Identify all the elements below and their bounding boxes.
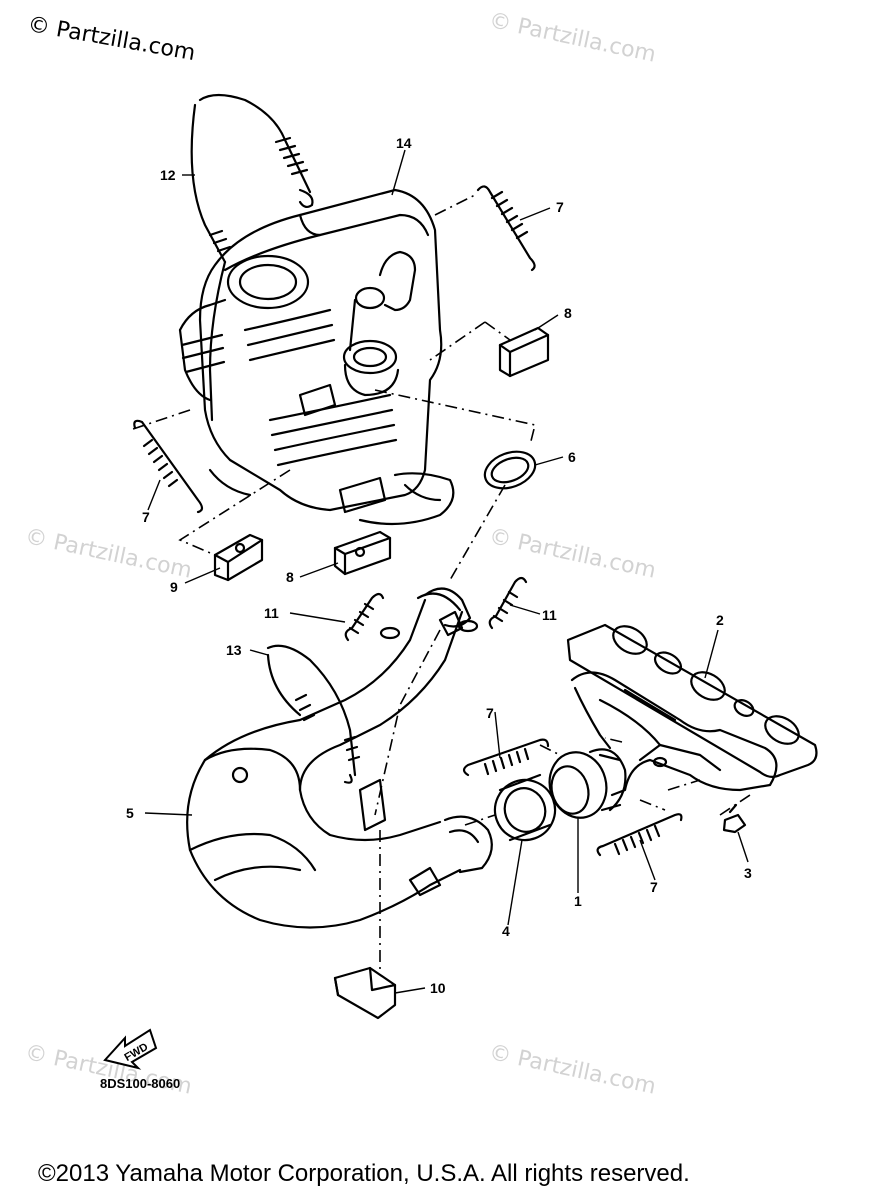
callout-8: 8: [286, 569, 294, 585]
hose-part-13[interactable]: [190, 93, 314, 422]
diagram-part-number: 8DS100-8060: [100, 1076, 181, 1091]
callout-2: 2: [716, 612, 724, 628]
fwd-arrow-icon: FWD: [103, 1028, 158, 1070]
manifold-gasket-part-2[interactable]: [566, 621, 818, 779]
exhaust-manifold[interactable]: [570, 671, 778, 797]
callout-13: 12: [160, 167, 176, 183]
hose-part-12[interactable]: [266, 644, 361, 784]
callout-8: 8: [564, 305, 572, 321]
callout-9: 9: [170, 579, 178, 595]
alignment-lines: [129, 194, 751, 975]
spring-part-7-upper[interactable]: [476, 185, 536, 272]
callout-12: 13: [226, 642, 242, 658]
callout-3: 3: [744, 865, 752, 881]
callout-7: 7: [650, 879, 658, 895]
expansion-chamber-part-5[interactable]: [186, 587, 493, 929]
spring-part-11-right[interactable]: [457, 576, 528, 633]
joint-pipe-part-1[interactable]: [542, 746, 627, 824]
spring-part-7-lower[interactable]: [596, 813, 683, 857]
leader-lines: [144, 149, 749, 994]
callout-14: 14: [396, 135, 412, 151]
callout-11: 11: [264, 605, 279, 621]
callout-11: 11: [542, 607, 557, 623]
muffler-box-part-14[interactable]: [178, 188, 455, 526]
callout-7: 7: [142, 509, 150, 525]
spring-part-7-middle[interactable]: [462, 738, 550, 777]
mount-part-8-upper[interactable]: [498, 326, 550, 378]
bracket-part-9[interactable]: [213, 533, 264, 582]
callout-7: 7: [556, 199, 564, 215]
mount-part-8-lower[interactable]: [333, 530, 392, 576]
spring-part-11-left[interactable]: [344, 592, 401, 642]
bolt-part-3[interactable]: [722, 803, 747, 834]
callout-5: 5: [126, 805, 134, 821]
callout-4: 4: [502, 923, 510, 939]
copyright-notice: ©2013 Yamaha Motor Corporation, U.S.A. A…: [38, 1160, 690, 1187]
gasket-ring-part-6[interactable]: [480, 445, 540, 495]
callout-1: 1: [574, 893, 582, 909]
bracket-part-10[interactable]: [333, 966, 397, 1020]
callout-7: 7: [486, 705, 494, 721]
callout-6: 6: [568, 449, 576, 465]
callout-10: 10: [430, 980, 446, 996]
spring-part-7-left[interactable]: [133, 419, 204, 514]
callout-labels: 12 14 7 8 6 7 9 8 11 11 13 2 7 5 3 1 7 4…: [126, 135, 752, 996]
